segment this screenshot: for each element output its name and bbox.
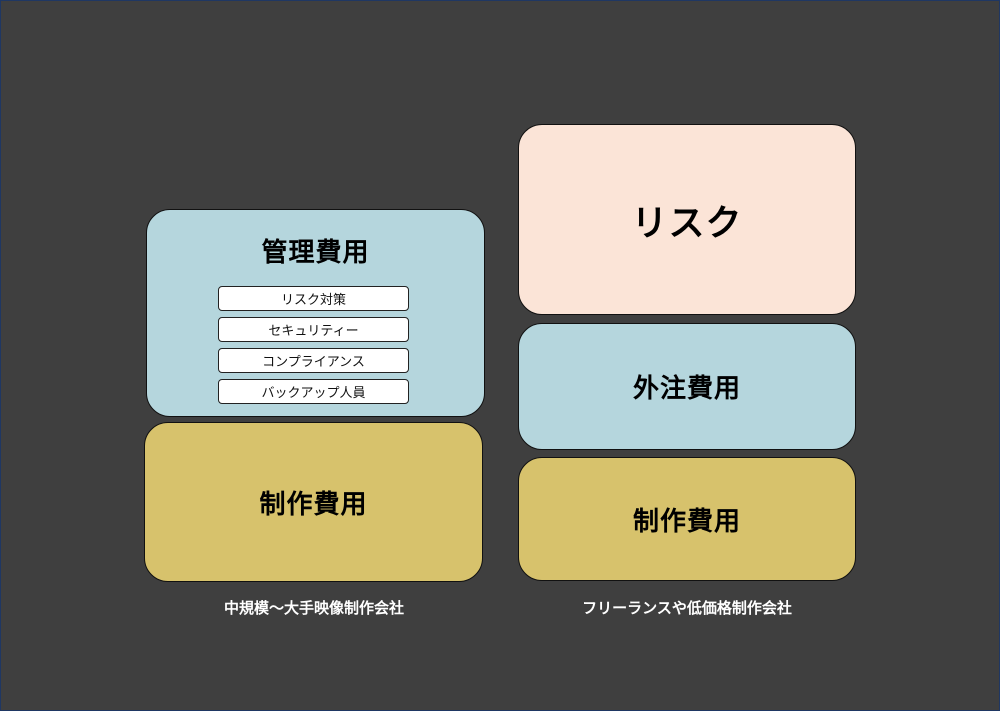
- right-caption: フリーランスや低価格制作会社: [582, 599, 792, 617]
- right-production-cost-block: 制作費用: [518, 457, 856, 581]
- right-outsource-cost-label: 外注費用: [632, 374, 741, 404]
- right-production-cost-label: 制作費用: [632, 506, 741, 537]
- management-item-backup-staff: バックアップ人員: [218, 379, 409, 404]
- right-risk-label: リスク: [631, 202, 743, 244]
- management-item-risk-measures: リスク対策: [218, 286, 409, 311]
- right-risk-block: リスク: [518, 124, 856, 315]
- left-caption: 中規模〜大手映像制作会社: [223, 599, 404, 617]
- right-outsource-cost-block: 外注費用: [518, 323, 856, 450]
- left-management-cost-block: 管理費用 リスク対策 セキュリティー コンプライアンス バックアップ人員: [146, 209, 485, 417]
- management-item-compliance: コンプライアンス: [218, 348, 409, 373]
- left-production-cost-label: 制作費用: [259, 489, 368, 520]
- management-item-security: セキュリティー: [218, 317, 409, 342]
- left-production-cost-block: 制作費用: [144, 422, 483, 582]
- management-cost-title: 管理費用: [261, 238, 370, 268]
